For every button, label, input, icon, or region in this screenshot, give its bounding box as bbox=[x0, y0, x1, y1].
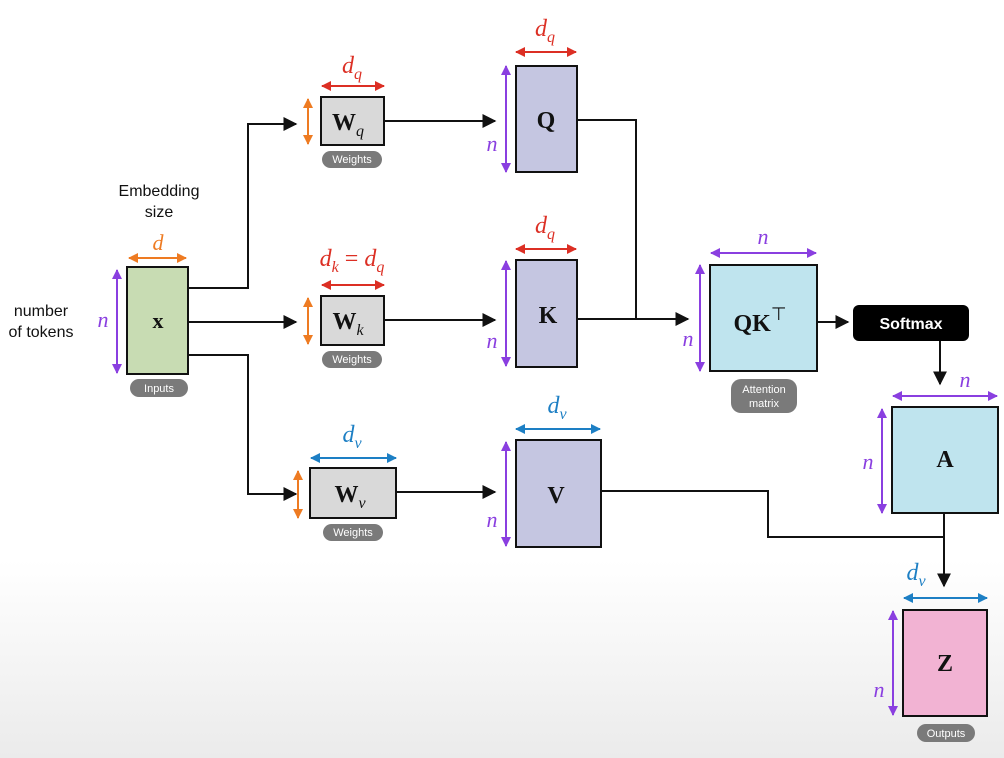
dq-dim-label: dq bbox=[342, 53, 362, 83]
outputs-pill-label: Outputs bbox=[927, 728, 966, 740]
x-to-wv-line bbox=[189, 354, 298, 501]
z-block: dv n Z Outputs bbox=[874, 560, 988, 742]
dv-dim-label: dv bbox=[906, 560, 926, 590]
wq-block: dq Wq Weights bbox=[303, 53, 385, 168]
softmax-box bbox=[853, 305, 969, 341]
input-x-matrix bbox=[126, 266, 189, 375]
a-block: n n A bbox=[863, 367, 999, 514]
number-of-tokens-label-line1: number bbox=[14, 303, 69, 320]
weights-pill bbox=[323, 524, 383, 541]
wq-symbol: Wq bbox=[332, 110, 364, 140]
x-to-wq-line bbox=[189, 117, 298, 289]
n-dim-label: n bbox=[960, 367, 971, 392]
q-block: dq n Q bbox=[487, 16, 578, 173]
a-matrix bbox=[891, 406, 999, 514]
inputs-pill bbox=[130, 379, 188, 397]
embedding-size-label-line1: Embedding bbox=[119, 183, 200, 200]
x-symbol: x bbox=[153, 308, 164, 333]
n-dim-label: n bbox=[98, 307, 109, 332]
d-dim-label: d bbox=[153, 230, 165, 255]
softmax-label: Softmax bbox=[879, 316, 942, 333]
n-dim-label: n bbox=[683, 326, 694, 351]
weights-pill bbox=[322, 151, 382, 168]
weights-pill-label: Weights bbox=[332, 354, 372, 366]
n-dim-label: n bbox=[487, 507, 498, 532]
n-dim-label: n bbox=[487, 328, 498, 353]
n-dim-label: n bbox=[758, 224, 769, 249]
wk-symbol: Wk bbox=[332, 309, 364, 339]
wv-symbol: Wv bbox=[334, 482, 366, 512]
number-of-tokens-label-line2: of tokens bbox=[9, 324, 74, 341]
weights-pill-label: Weights bbox=[332, 154, 372, 166]
qk-transpose-symbol: QK⊤ bbox=[733, 304, 786, 337]
wk-matrix bbox=[320, 295, 385, 346]
dv-dim-label: dv bbox=[547, 393, 567, 423]
embedding-size-label-line2: size bbox=[145, 204, 174, 221]
k-matrix bbox=[515, 259, 578, 368]
q-to-qk-line bbox=[577, 119, 637, 319]
v-to-z-line bbox=[601, 490, 944, 538]
n-dim-label: n bbox=[487, 131, 498, 156]
qk-matrix bbox=[709, 264, 818, 372]
q-matrix bbox=[515, 65, 578, 173]
wq-matrix bbox=[320, 96, 385, 146]
k-block: dq n K bbox=[487, 213, 578, 368]
k-symbol: K bbox=[539, 303, 558, 329]
v-symbol: V bbox=[547, 483, 565, 509]
weights-pill bbox=[322, 351, 382, 368]
z-matrix bbox=[902, 609, 988, 717]
attention-pill-line2: matrix bbox=[749, 398, 779, 410]
input-x-block: d n x Inputs bbox=[98, 230, 189, 397]
dk-eq-dq-label: dk = dq bbox=[320, 246, 385, 276]
z-symbol: Z bbox=[937, 651, 953, 677]
wv-block: dv Wv Weights bbox=[293, 422, 397, 541]
attention-matrix-block: n n QK⊤ Attention matrix bbox=[683, 224, 818, 413]
v-matrix bbox=[515, 439, 602, 548]
softmax-block: Softmax bbox=[853, 305, 969, 341]
a-symbol: A bbox=[936, 447, 954, 473]
attention-pill-line1: Attention bbox=[742, 384, 785, 396]
dq-dim-label: dq bbox=[535, 213, 555, 243]
v-block: dv n V bbox=[487, 393, 602, 548]
dq-dim-label: dq bbox=[535, 16, 555, 46]
wk-block: dk = dq Wk Weights bbox=[303, 246, 385, 368]
outputs-pill bbox=[917, 724, 975, 742]
weights-pill-label: Weights bbox=[333, 527, 373, 539]
q-symbol: Q bbox=[537, 108, 556, 134]
dv-dim-label: dv bbox=[342, 422, 362, 452]
connectors bbox=[189, 114, 951, 588]
n-dim-label: n bbox=[863, 449, 874, 474]
n-dim-label: n bbox=[874, 677, 885, 702]
wv-matrix bbox=[309, 467, 397, 519]
inputs-pill-label: Inputs bbox=[144, 383, 174, 395]
attention-matrix-pill bbox=[731, 379, 797, 413]
